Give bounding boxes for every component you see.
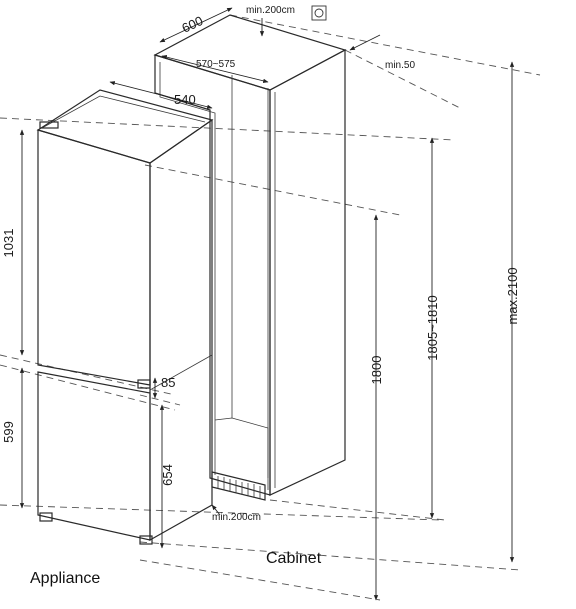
dim-gap-between-doors: 85 (161, 375, 175, 390)
appliance (36, 89, 214, 545)
extension-lines (0, 14, 541, 601)
dim-appliance-height: 1800 (369, 356, 384, 385)
label-appliance: Appliance (30, 570, 100, 587)
dim-lower-mount-height: 654 (160, 464, 175, 486)
dim-cabinet-depth: 600 (179, 13, 205, 36)
dim-max-height: max.2100 (505, 267, 520, 324)
dim-vent-bottom: min.200cm (212, 512, 261, 523)
dim-niche-height: 1805~1810 (425, 295, 440, 360)
dimension-arrows (19, 7, 515, 601)
dim-cabinet-inner-width: 570~575 (196, 59, 236, 70)
circle-symbol-icon (311, 5, 327, 21)
dim-vent-top: min.200cm (246, 5, 295, 16)
dim-rear-gap: min.50 (385, 60, 415, 71)
dim-upper-door-height: 1031 (1, 229, 16, 258)
cabinet (153, 14, 347, 501)
dim-lower-door-height: 599 (1, 421, 16, 443)
dim-appliance-width: 540 (174, 92, 196, 107)
label-cabinet: Cabinet (266, 550, 322, 567)
